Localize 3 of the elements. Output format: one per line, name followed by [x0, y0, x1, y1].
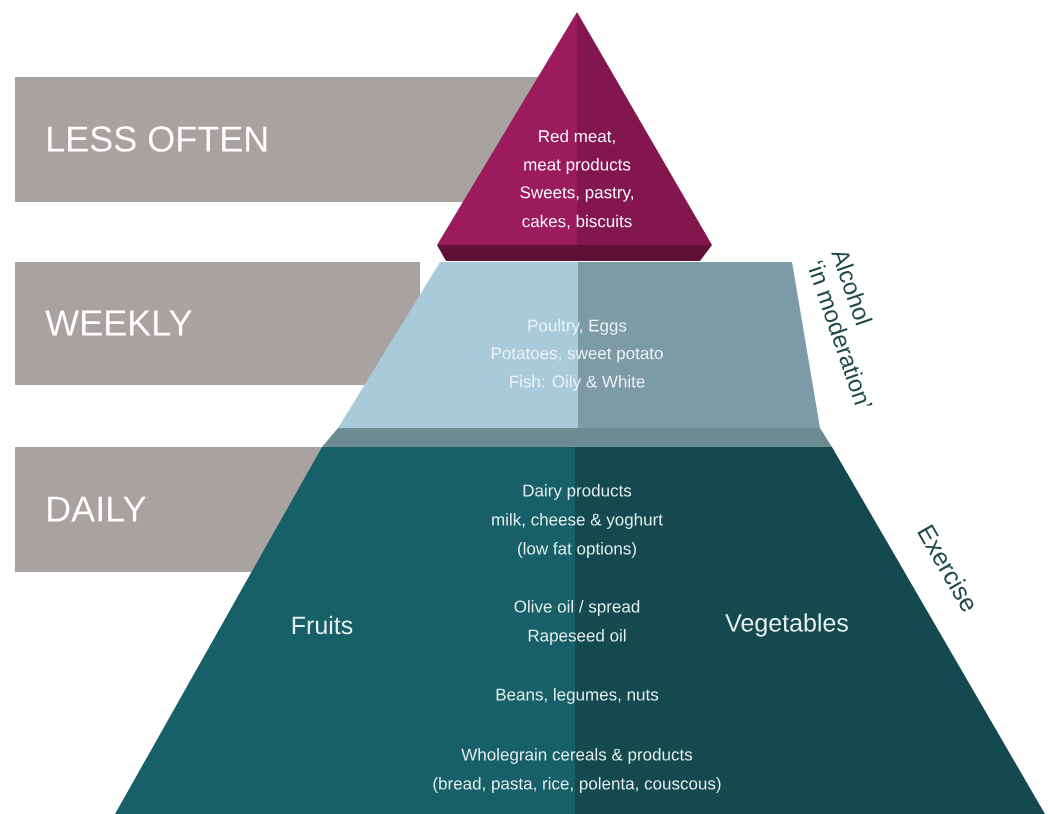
- node-label: Fruits: [292, 615, 353, 635]
- frequency-band: WEEKLY: [15, 262, 420, 385]
- pyramid-tier: Red meat, meat products Sweets, pastry, cakes, biscuits: [437, 12, 712, 261]
